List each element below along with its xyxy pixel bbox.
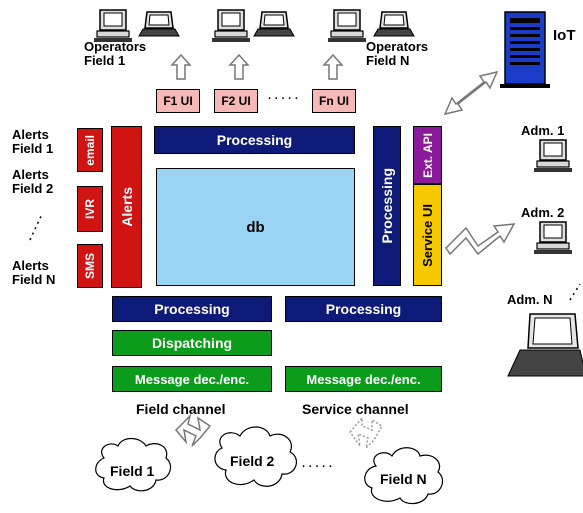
- f1-ui-box[interactable]: F1 UI: [156, 89, 200, 113]
- field-channel-arrow-icon: [174, 413, 212, 447]
- email-channel-label: email: [83, 134, 97, 166]
- ext-api-box[interactable]: Ext. API: [413, 126, 442, 184]
- field-n-label: Field N: [380, 471, 427, 487]
- operators-left-line1: Operators: [84, 39, 147, 54]
- operators-left-laptop-icon: [138, 11, 180, 37]
- alerts-field-n-label: Alerts Field N: [12, 259, 55, 286]
- processing-right-vertical-box[interactable]: Processing: [373, 126, 401, 286]
- operators-right-desktop-icon: [327, 9, 367, 43]
- fn-ui-box[interactable]: Fn UI: [312, 89, 356, 113]
- alerts-field-1-line2: Field 1: [12, 140, 54, 156]
- double-arrow-icon: [443, 70, 499, 116]
- admin-1-computer-icon: [533, 139, 573, 173]
- operators-mid-laptop-icon: [253, 11, 295, 37]
- admin-2-label: Adm. 2: [521, 205, 565, 220]
- alerts-box-label: Alerts: [118, 187, 135, 227]
- operators-right-laptop-icon: [373, 11, 415, 37]
- email-channel-box[interactable]: email: [77, 128, 103, 172]
- alerts-field-n-line2: Field N: [12, 271, 56, 287]
- arrow-up-icon: [171, 54, 191, 80]
- message-dec-enc-left-box[interactable]: Message dec./enc.: [112, 366, 272, 392]
- field-1-cloud-shape: [95, 437, 171, 492]
- message-dec-enc-right-box[interactable]: Message dec./enc.: [285, 366, 442, 392]
- admin-n-laptop-icon: [507, 313, 583, 377]
- ui-dots: · · · · ·: [268, 93, 299, 105]
- alerts-field-1-label: Alerts Field 1: [12, 128, 53, 155]
- processing-bottom-left-box[interactable]: Processing: [112, 296, 272, 322]
- operators-left-desktop-icon: [93, 9, 133, 43]
- arrow-up-icon: [229, 54, 249, 80]
- iot-label: IoT: [553, 27, 576, 44]
- alerts-field-2-line2: Field 2: [12, 180, 54, 196]
- lightning-arrow-icon: [445, 223, 516, 256]
- admin-dots-icon: [569, 283, 581, 301]
- alerts-field-2-line1: Alerts: [12, 167, 49, 182]
- sms-channel-label: SMS: [83, 252, 97, 279]
- ivr-channel-box[interactable]: IVR: [77, 186, 103, 232]
- alerts-box[interactable]: Alerts: [111, 126, 142, 288]
- operators-right-label: Operators Field N: [366, 40, 428, 67]
- ext-api-label: Ext. API: [420, 132, 435, 178]
- server-icon: [500, 11, 550, 88]
- field-channel-label: Field channel: [136, 401, 226, 417]
- ivr-channel-label: IVR: [83, 198, 97, 219]
- sms-channel-box[interactable]: SMS: [77, 244, 103, 288]
- fields-dots: · · · · ·: [302, 461, 333, 473]
- admin-2-computer-icon: [533, 221, 573, 255]
- field-2-cloud-shape: [214, 426, 298, 487]
- processing-top-box[interactable]: Processing: [154, 126, 355, 154]
- operators-mid-desktop-icon: [211, 9, 251, 43]
- service-channel-label: Service channel: [302, 401, 409, 417]
- alerts-dots-icon: [29, 213, 43, 241]
- processing-bottom-right-box[interactable]: Processing: [285, 296, 442, 322]
- field-2-label: Field 2: [230, 453, 275, 469]
- field-n-cloud-shape: [364, 447, 443, 505]
- alerts-field-1-line1: Alerts: [12, 127, 49, 142]
- service-channel-arrow-icon: [349, 415, 384, 451]
- alerts-field-2-label: Alerts Field 2: [12, 168, 53, 195]
- arrow-up-icon: [323, 54, 343, 80]
- admin-1-label: Adm. 1: [521, 123, 565, 138]
- admin-n-label: Adm. N: [507, 292, 553, 307]
- alerts-field-n-line1: Alerts: [12, 258, 49, 273]
- operators-left-line2: Field 1: [84, 52, 126, 68]
- service-ui-label: Service UI: [420, 203, 435, 267]
- f2-ui-box[interactable]: F2 UI: [214, 89, 258, 113]
- dispatching-box[interactable]: Dispatching: [112, 330, 272, 356]
- processing-right-vertical-label: Processing: [379, 168, 395, 244]
- db-box[interactable]: db: [156, 168, 355, 286]
- field-1-label: Field 1: [110, 463, 155, 479]
- operators-right-line1: Operators: [366, 39, 429, 54]
- operators-right-line2: Field N: [366, 52, 410, 68]
- operators-left-label: Operators Field 1: [84, 40, 146, 67]
- service-ui-box[interactable]: Service UI: [413, 184, 442, 286]
